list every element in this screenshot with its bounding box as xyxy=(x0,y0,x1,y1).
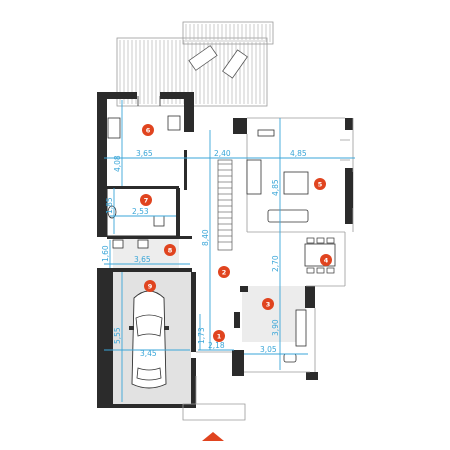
dim-555: 5,55 xyxy=(113,327,122,344)
room-badge-6: 6 xyxy=(142,124,154,136)
dimension-lines xyxy=(104,100,355,402)
car-icon xyxy=(129,290,169,389)
entrance-arrow-icon xyxy=(202,432,224,441)
dimension-labels: 3,65 2,40 4,85 4,08 4,85 8,40 1,85 2,53 … xyxy=(101,149,307,358)
room-badge-3: 3 xyxy=(262,298,274,310)
room-outlines xyxy=(182,117,354,421)
room-badge-7: 7 xyxy=(140,194,152,206)
svg-text:4: 4 xyxy=(324,256,329,264)
svg-text:1: 1 xyxy=(217,332,222,340)
svg-text:9: 9 xyxy=(148,282,153,290)
dim-485-h: 4,85 xyxy=(290,149,307,158)
dim-218: 2,18 xyxy=(208,341,225,350)
dim-365-top: 3,65 xyxy=(136,149,153,158)
dim-185: 1,85 xyxy=(105,197,114,214)
dim-270: 2,70 xyxy=(271,255,280,272)
svg-text:2: 2 xyxy=(222,268,227,276)
dim-345: 3,45 xyxy=(140,349,157,358)
dim-160: 1,60 xyxy=(101,245,110,262)
armchair-icon xyxy=(107,96,181,139)
dim-408: 4,08 xyxy=(113,155,122,172)
svg-text:6: 6 xyxy=(146,126,151,134)
kitchen-floor xyxy=(242,286,306,342)
kitchen-counter xyxy=(257,129,307,363)
sofa-icon xyxy=(246,159,353,223)
svg-text:7: 7 xyxy=(144,196,149,204)
dim-840: 8,40 xyxy=(201,229,210,246)
svg-text:8: 8 xyxy=(168,246,173,254)
staircase xyxy=(217,159,233,251)
dim-240: 2,40 xyxy=(214,149,231,158)
svg-text:3: 3 xyxy=(266,300,271,308)
room-badge-8: 8 xyxy=(164,244,176,256)
dim-390: 3,90 xyxy=(271,319,280,336)
room-badge-2: 2 xyxy=(218,266,230,278)
dim-253: 2,53 xyxy=(132,207,149,216)
dim-173: 1,73 xyxy=(197,327,206,344)
dim-365-mid: 3,65 xyxy=(134,255,151,264)
room-badges: 6 5 7 8 4 2 9 3 xyxy=(140,124,332,342)
room-badge-4: 4 xyxy=(320,254,332,266)
dim-485-v: 4,85 xyxy=(271,179,280,196)
lounge-chair-icon xyxy=(188,45,248,79)
dining-table-icon xyxy=(304,237,336,274)
room-badge-1: 1 xyxy=(213,330,225,342)
dim-305: 3,05 xyxy=(260,345,277,354)
room-badge-5: 5 xyxy=(314,178,326,190)
svg-text:5: 5 xyxy=(318,180,323,188)
room-badge-9: 9 xyxy=(144,280,156,292)
